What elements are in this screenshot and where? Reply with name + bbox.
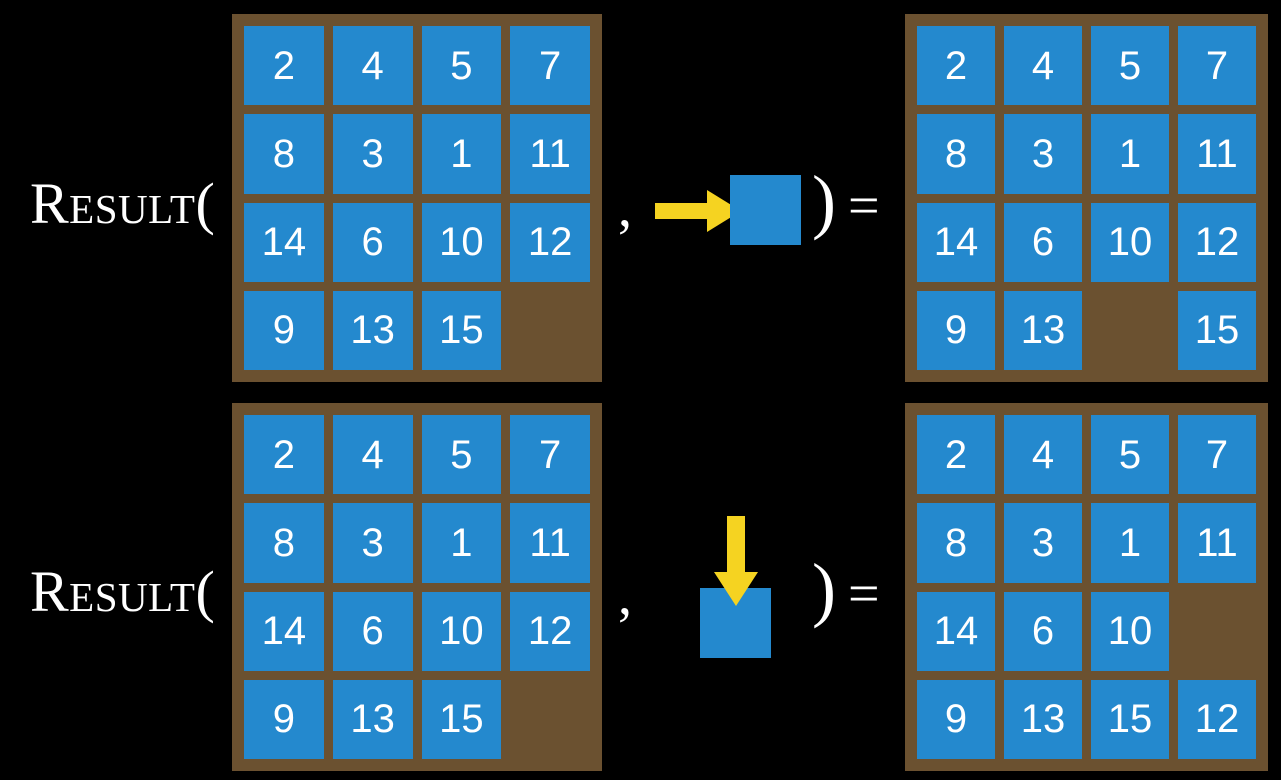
tile[interactable]: 8 <box>244 114 324 194</box>
tile[interactable]: 15 <box>421 679 502 759</box>
tile[interactable]: 11 <box>510 114 590 194</box>
arrow-down-icon <box>714 516 758 611</box>
tile[interactable]: 9 <box>244 679 324 759</box>
tile[interactable]: 6 <box>332 202 413 282</box>
tile[interactable]: 1 <box>1091 114 1169 194</box>
move-tile-row1[interactable] <box>730 175 801 245</box>
equals-sign-row1: = <box>848 175 880 237</box>
tile[interactable]: 4 <box>332 415 413 495</box>
tile[interactable]: 8 <box>917 503 995 583</box>
tile[interactable]: 2 <box>917 415 995 495</box>
tile[interactable]: 15 <box>1091 679 1169 759</box>
tile[interactable]: 7 <box>1178 26 1256 106</box>
tile[interactable]: 13 <box>1004 679 1082 759</box>
tile[interactable]: 9 <box>917 290 995 370</box>
tile[interactable]: 5 <box>421 26 502 106</box>
tile[interactable]: 4 <box>332 26 413 106</box>
tile[interactable]: 5 <box>421 415 502 495</box>
tile[interactable]: 1 <box>421 503 502 583</box>
arrow-right-icon <box>655 190 741 237</box>
tile[interactable]: 5 <box>1091 415 1169 495</box>
result-label-row1: Result( <box>30 171 216 236</box>
tile[interactable]: 9 <box>917 679 995 759</box>
tile[interactable]: 7 <box>510 415 590 495</box>
tile[interactable]: 8 <box>917 114 995 194</box>
tile[interactable]: 10 <box>421 591 502 671</box>
tile[interactable]: 6 <box>332 591 413 671</box>
tile[interactable]: 7 <box>510 26 590 106</box>
tile[interactable]: 10 <box>421 202 502 282</box>
tile[interactable]: 13 <box>1004 290 1082 370</box>
tile[interactable]: 6 <box>1004 202 1082 282</box>
result-label-row2: Result( <box>30 559 216 624</box>
tile[interactable]: 12 <box>1178 202 1256 282</box>
tile[interactable]: 13 <box>332 679 413 759</box>
tile[interactable]: 13 <box>332 290 413 370</box>
input-board-row1: 2 4 5 7 8 3 1 11 14 6 10 12 9 13 15 <box>232 14 602 382</box>
tile[interactable]: 14 <box>917 591 995 671</box>
tile[interactable]: 10 <box>1091 202 1169 282</box>
closing-paren-row2: ) <box>812 549 836 629</box>
tile[interactable]: 10 <box>1091 591 1169 671</box>
blank-tile <box>510 291 590 370</box>
input-board-row2: 2 4 5 7 8 3 1 11 14 6 10 12 9 13 15 <box>232 403 602 771</box>
blank-tile <box>1091 291 1169 370</box>
comma-separator-row2: , <box>618 565 632 627</box>
tile[interactable]: 8 <box>244 503 324 583</box>
tile[interactable]: 4 <box>1004 26 1082 106</box>
tile[interactable]: 3 <box>332 114 413 194</box>
closing-paren-row1: ) <box>812 161 836 241</box>
tile[interactable]: 11 <box>1178 114 1256 194</box>
tile[interactable]: 11 <box>1178 503 1256 583</box>
output-board-row1: 2 4 5 7 8 3 1 11 14 6 10 12 9 13 15 <box>905 14 1268 382</box>
tile[interactable]: 11 <box>510 503 590 583</box>
tile[interactable]: 5 <box>1091 26 1169 106</box>
blank-tile <box>1178 592 1256 671</box>
tile[interactable]: 14 <box>917 202 995 282</box>
tile[interactable]: 7 <box>1178 415 1256 495</box>
tile[interactable]: 12 <box>510 202 590 282</box>
comma-separator-row1: , <box>618 177 632 239</box>
tile[interactable]: 9 <box>244 290 324 370</box>
tile[interactable]: 2 <box>244 26 324 106</box>
tile[interactable]: 15 <box>1178 290 1256 370</box>
tile[interactable]: 4 <box>1004 415 1082 495</box>
tile[interactable]: 3 <box>332 503 413 583</box>
tile[interactable]: 2 <box>244 415 324 495</box>
tile[interactable]: 3 <box>1004 114 1082 194</box>
tile[interactable]: 14 <box>244 202 324 282</box>
equals-sign-row2: = <box>848 563 880 625</box>
tile[interactable]: 6 <box>1004 591 1082 671</box>
output-board-row2: 2 4 5 7 8 3 1 11 14 6 10 9 13 15 12 <box>905 403 1268 771</box>
tile[interactable]: 12 <box>1178 679 1256 759</box>
blank-tile <box>510 680 590 759</box>
tile[interactable]: 12 <box>510 591 590 671</box>
tile[interactable]: 1 <box>421 114 502 194</box>
tile[interactable]: 14 <box>244 591 324 671</box>
tile[interactable]: 1 <box>1091 503 1169 583</box>
tile[interactable]: 15 <box>421 290 502 370</box>
tile[interactable]: 3 <box>1004 503 1082 583</box>
tile[interactable]: 2 <box>917 26 995 106</box>
